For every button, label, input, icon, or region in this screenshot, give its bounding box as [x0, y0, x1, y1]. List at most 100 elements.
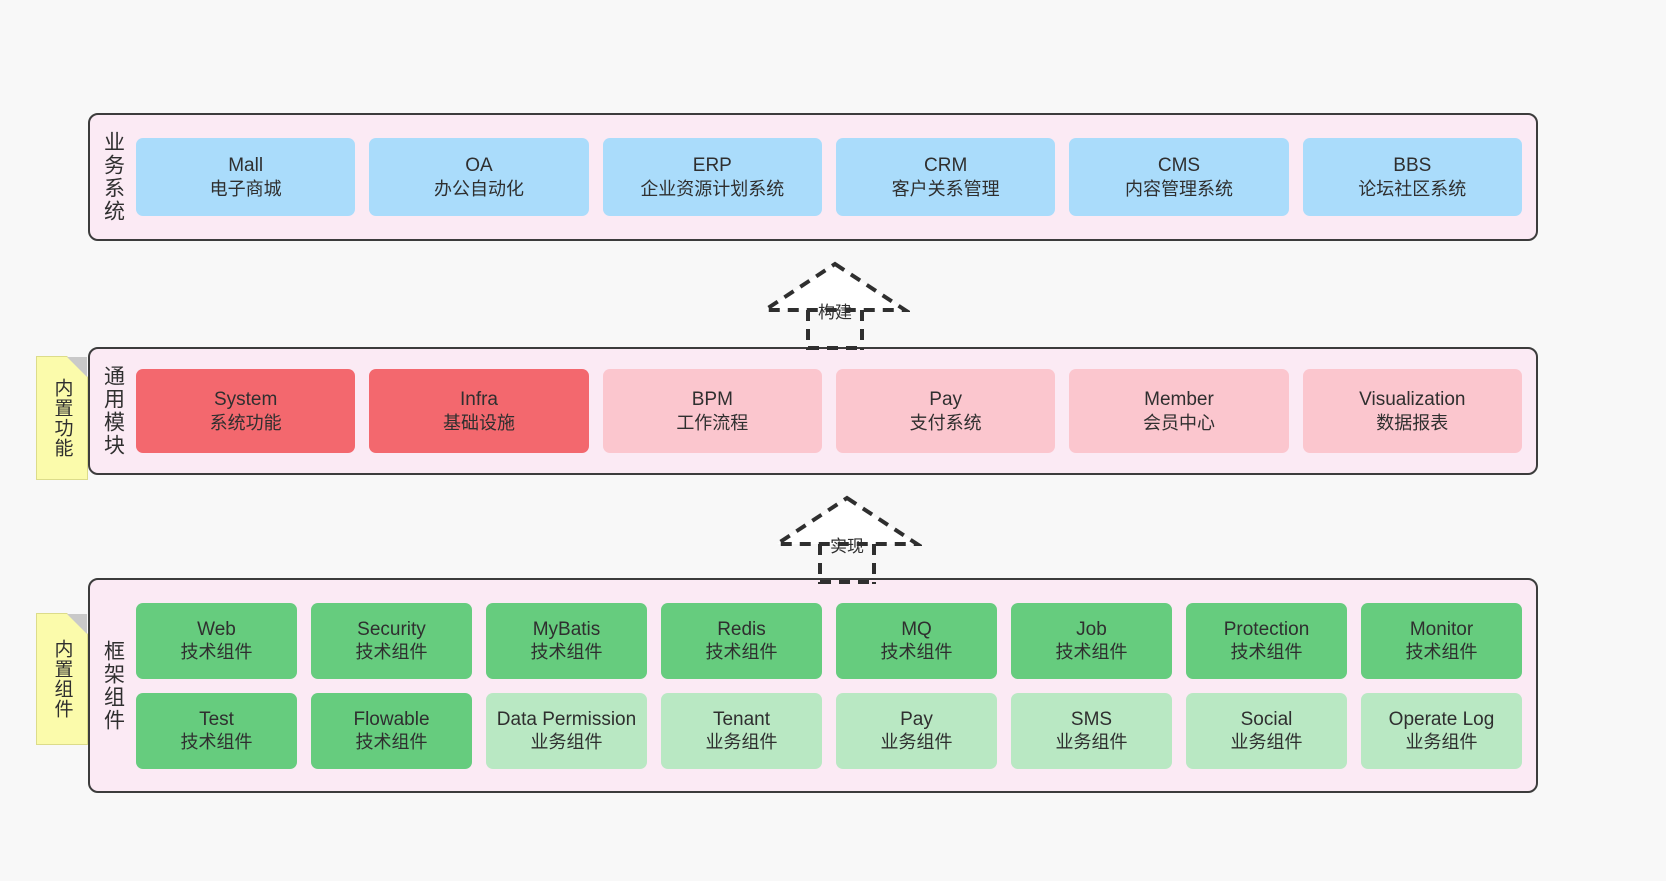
- card-subtitle: 技术组件: [180, 642, 253, 663]
- card-subtitle: 业务组件: [880, 732, 953, 753]
- card-title: Test: [199, 708, 234, 730]
- card-row: Mall 电子商城 OA 办公自动化 ERP 企业资源计划系统 CRM 客户关系…: [136, 138, 1522, 216]
- note-fold-corner-icon: [67, 614, 87, 634]
- card-title: Security: [357, 618, 426, 640]
- card-title: SMS: [1070, 708, 1113, 730]
- card-monitor[interactable]: Monitor 技术组件: [1361, 602, 1522, 679]
- card-member[interactable]: Member 会员中心: [1069, 369, 1289, 453]
- card-subtitle: 论坛社区系统: [1358, 178, 1467, 199]
- note-builtin-function: 内置功能: [36, 356, 88, 480]
- connector-build: 构建: [758, 258, 912, 350]
- card-title: Protection: [1223, 618, 1310, 640]
- card-social[interactable]: Social 业务组件: [1186, 692, 1347, 769]
- card-title: BPM: [691, 389, 733, 411]
- card-operate-log[interactable]: Operate Log 业务组件: [1361, 692, 1522, 769]
- card-subtitle: 数据报表: [1376, 412, 1449, 433]
- card-protection[interactable]: Protection 技术组件: [1186, 602, 1347, 679]
- layer-title-common-module: 通用模块: [101, 365, 125, 457]
- generalization-arrow-icon: [758, 261, 912, 350]
- note-fold-corner-icon: [67, 357, 87, 377]
- card-row: System 系统功能 Infra 基础设施 BPM 工作流程 Pay 支付系统…: [136, 369, 1522, 453]
- card-subtitle: 电子商城: [209, 178, 282, 199]
- card-subtitle: 技术组件: [1230, 642, 1303, 663]
- card-subtitle: 技术组件: [1405, 642, 1478, 663]
- note-label: 内置组件: [51, 639, 73, 719]
- card-mybatis[interactable]: MyBatis 技术组件: [486, 602, 647, 679]
- card-title: Mall: [228, 155, 264, 177]
- card-title: MQ: [901, 618, 932, 640]
- card-subtitle: 内容管理系统: [1124, 178, 1233, 199]
- card-data-permission[interactable]: Data Permission 业务组件: [486, 692, 647, 769]
- card-redis[interactable]: Redis 技术组件: [661, 602, 822, 679]
- card-subtitle: 企业资源计划系统: [640, 178, 785, 199]
- card-subtitle: 工作流程: [676, 412, 749, 433]
- card-subtitle: 技术组件: [355, 732, 428, 753]
- card-job[interactable]: Job 技术组件: [1011, 602, 1172, 679]
- card-subtitle: 技术组件: [880, 642, 953, 663]
- card-security[interactable]: Security 技术组件: [311, 602, 472, 679]
- card-subtitle: 系统功能: [209, 412, 282, 433]
- card-title: Operate Log: [1388, 708, 1495, 730]
- note-label: 内置功能: [51, 378, 73, 458]
- card-title: Pay: [900, 708, 933, 730]
- card-pay-component[interactable]: Pay 业务组件: [836, 692, 997, 769]
- card-mq[interactable]: MQ 技术组件: [836, 602, 997, 679]
- card-cms[interactable]: CMS 内容管理系统: [1069, 138, 1289, 216]
- card-title: Infra: [459, 389, 498, 411]
- card-subtitle: 业务组件: [705, 732, 778, 753]
- card-subtitle: 技术组件: [355, 642, 428, 663]
- card-bbs[interactable]: BBS 论坛社区系统: [1302, 138, 1522, 216]
- card-title: MyBatis: [532, 618, 601, 640]
- card-title: Web: [197, 618, 236, 640]
- card-row-business: Test 技术组件 Flowable 技术组件 Data Permission …: [136, 692, 1522, 769]
- card-tenant[interactable]: Tenant 业务组件: [661, 692, 822, 769]
- note-builtin-component: 内置组件: [36, 613, 88, 745]
- card-title: Monitor: [1409, 618, 1474, 640]
- card-title: CMS: [1157, 155, 1201, 177]
- card-subtitle: 业务组件: [530, 732, 603, 753]
- card-crm[interactable]: CRM 客户关系管理: [835, 138, 1056, 216]
- card-visualization[interactable]: Visualization 数据报表: [1302, 369, 1522, 453]
- layer-common-module: 通用模块 System 系统功能 Infra 基础设施 BPM 工作流程 Pay…: [88, 347, 1538, 475]
- card-pay[interactable]: Pay 支付系统: [835, 369, 1056, 453]
- card-subtitle: 业务组件: [1230, 732, 1303, 753]
- card-title: Visualization: [1359, 389, 1466, 411]
- card-web[interactable]: Web 技术组件: [136, 602, 297, 679]
- card-title: System: [213, 389, 278, 411]
- layer-body-framework-component: Web 技术组件 Security 技术组件 MyBatis 技术组件 Redi…: [136, 580, 1536, 791]
- generalization-arrow-icon: [770, 495, 924, 584]
- connector-label-build: 构建: [818, 303, 852, 322]
- layer-title-business-system: 业务系统: [101, 131, 125, 223]
- card-oa[interactable]: OA 办公自动化: [369, 138, 589, 216]
- card-bpm[interactable]: BPM 工作流程: [602, 369, 822, 453]
- connector-label-implement: 实现: [830, 537, 864, 556]
- layer-body-common-module: System 系统功能 Infra 基础设施 BPM 工作流程 Pay 支付系统…: [136, 349, 1536, 473]
- card-flowable[interactable]: Flowable 技术组件: [311, 692, 472, 769]
- card-title: Job: [1076, 618, 1107, 640]
- card-title: Redis: [717, 618, 766, 640]
- card-system[interactable]: System 系统功能: [136, 369, 356, 453]
- card-mall[interactable]: Mall 电子商城: [136, 138, 356, 216]
- card-title: Flowable: [353, 708, 430, 730]
- connector-implement: 实现: [770, 492, 924, 584]
- card-title: CRM: [924, 155, 968, 177]
- card-title: OA: [465, 155, 493, 177]
- card-infra[interactable]: Infra 基础设施: [369, 369, 589, 453]
- card-subtitle: 办公自动化: [433, 178, 524, 199]
- card-sms[interactable]: SMS 业务组件: [1011, 692, 1172, 769]
- card-title: Pay: [929, 389, 963, 411]
- card-title: BBS: [1393, 155, 1432, 177]
- layer-title-framework-component: 框架组件: [101, 639, 125, 732]
- card-subtitle: 业务组件: [1405, 732, 1478, 753]
- card-subtitle: 基础设施: [442, 412, 515, 433]
- card-test[interactable]: Test 技术组件: [136, 692, 297, 769]
- card-erp[interactable]: ERP 企业资源计划系统: [602, 138, 822, 216]
- card-subtitle: 支付系统: [909, 412, 982, 433]
- card-row-technical: Web 技术组件 Security 技术组件 MyBatis 技术组件 Redi…: [136, 602, 1522, 679]
- layer-body-business-system: Mall 电子商城 OA 办公自动化 ERP 企业资源计划系统 CRM 客户关系…: [136, 115, 1536, 239]
- layer-business-system: 业务系统 Mall 电子商城 OA 办公自动化 ERP 企业资源计划系统 CRM…: [88, 113, 1538, 241]
- card-subtitle: 会员中心: [1142, 412, 1215, 433]
- layer-framework-component: 框架组件 Web 技术组件 Security 技术组件 MyBatis 技术组件…: [88, 578, 1538, 793]
- card-subtitle: 业务组件: [1055, 732, 1128, 753]
